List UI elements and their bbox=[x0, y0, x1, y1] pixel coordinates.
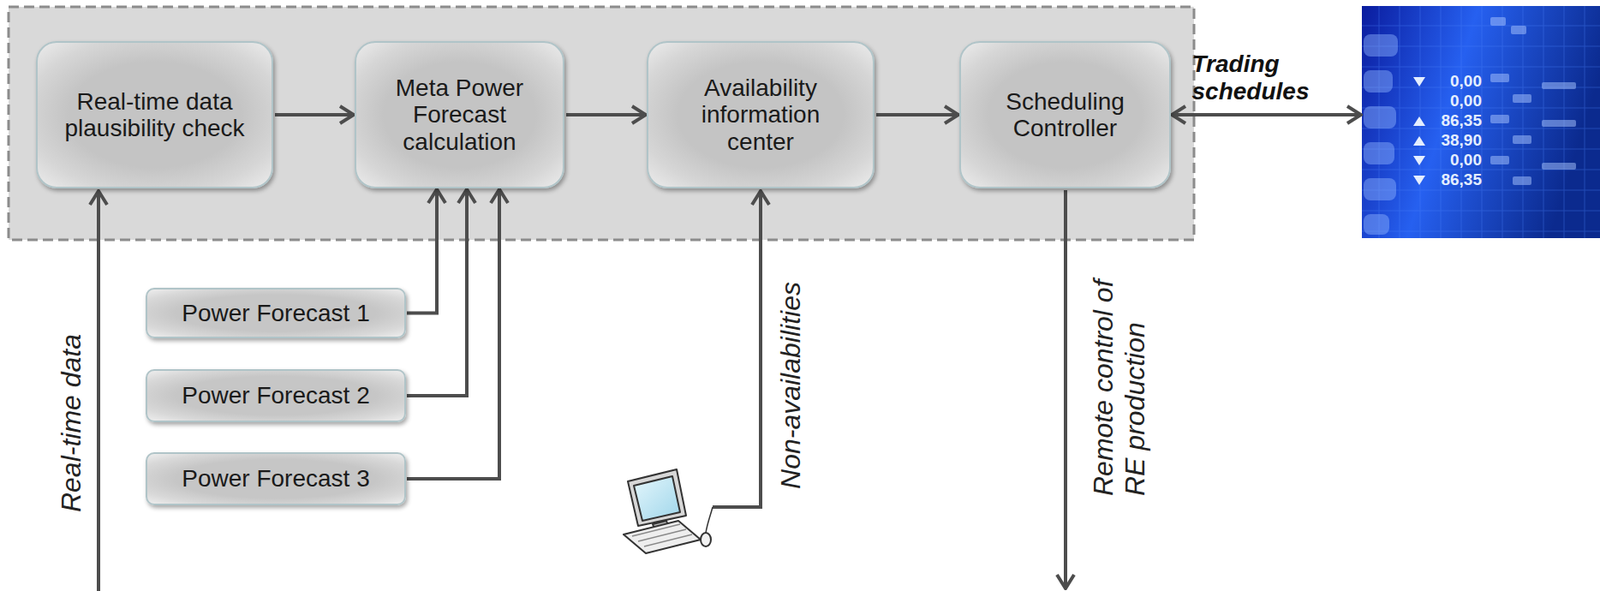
forecast-box: Power Forecast 2 bbox=[145, 369, 406, 423]
remote-control-arrow bbox=[1063, 190, 1068, 588]
price-figure: 38,90 bbox=[1421, 131, 1482, 149]
flow-arrow bbox=[274, 113, 353, 117]
box-label: Real-time data plausibility check bbox=[59, 88, 250, 143]
box-label: Power Forecast 3 bbox=[181, 465, 370, 492]
trading-screen-picture bbox=[1361, 5, 1600, 239]
box-label: Availability information center bbox=[670, 74, 851, 156]
flow-label: Remote control of RE production bbox=[1087, 274, 1152, 496]
price-figure: 86,35 bbox=[1421, 171, 1482, 188]
flow-arrow bbox=[406, 190, 500, 479]
computer-icon bbox=[623, 469, 713, 554]
price-figure: 0,00 bbox=[1421, 72, 1482, 90]
flow-arrow bbox=[406, 190, 467, 396]
flow-arrow bbox=[876, 113, 958, 117]
box-label: Meta Power Forecast calculation bbox=[378, 74, 541, 156]
real-time-data-arrow bbox=[96, 191, 101, 591]
process-box: Scheduling Controller bbox=[959, 41, 1171, 189]
forecast-box: Power Forecast 1 bbox=[145, 287, 406, 339]
box-label: Power Forecast 1 bbox=[181, 299, 370, 327]
price-figure: 86,35 bbox=[1421, 112, 1482, 129]
price-figure: 0,00 bbox=[1421, 92, 1482, 109]
process-box: Meta Power Forecast calculation bbox=[354, 41, 565, 189]
process-box: Real-time data plausibility check bbox=[35, 41, 274, 189]
flow-arrow bbox=[566, 113, 645, 117]
edge-label: Trading schedules bbox=[1192, 50, 1356, 105]
trading-screen: 0,00 0,00 86,35 38,90 0,00 86,35 bbox=[1361, 5, 1600, 239]
forecast-box: Power Forecast 3 bbox=[145, 452, 406, 506]
system-panel bbox=[8, 6, 1195, 240]
flow-label: Real-time data bbox=[55, 334, 88, 513]
price-figure: 0,00 bbox=[1421, 151, 1482, 168]
process-box: Availability information center bbox=[646, 41, 875, 189]
box-label: Scheduling Controller bbox=[983, 88, 1147, 143]
non-availabilities-arrow bbox=[712, 191, 761, 508]
flow-arrow bbox=[406, 190, 437, 314]
flow-arrow bbox=[1172, 113, 1361, 117]
flow-label: Non-availabilities bbox=[775, 281, 807, 490]
box-label: Power Forecast 2 bbox=[181, 382, 370, 409]
